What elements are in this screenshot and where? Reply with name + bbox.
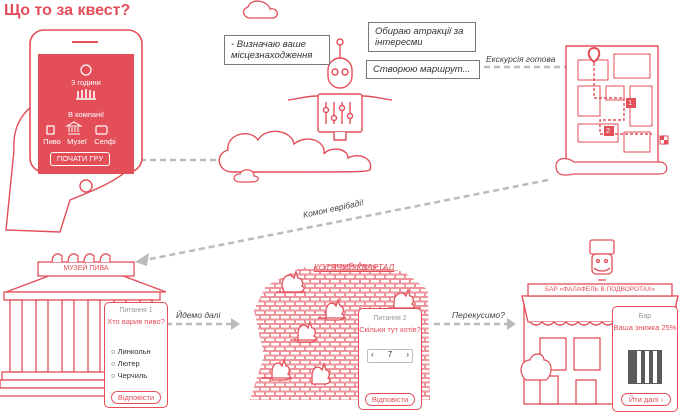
question-number: Питання 2 (373, 315, 407, 322)
company-label: В компанії (68, 110, 104, 119)
city-map (555, 45, 669, 176)
answer-button[interactable]: Відповісти (365, 393, 415, 406)
small-cloud (233, 169, 259, 183)
arrow-head-icon (507, 318, 516, 330)
finish-flag-icon (659, 135, 669, 145)
stepper-minus[interactable]: ‹ (371, 350, 374, 359)
bar-sign: БАР «ФАЛАФЕЛЬ В ПОДВОРОТАХ» (544, 286, 656, 293)
big-cloud (218, 130, 372, 173)
duration-label: 3 години (71, 78, 101, 87)
question-text: Скільки тут котів? (359, 325, 421, 334)
page-title: Що то за квест? (4, 2, 131, 19)
bubble-location: - Визначаю ваше місцезнаходження (224, 35, 330, 65)
arrow-head-icon (135, 253, 149, 266)
bubble-route: Створюю маршрут... (366, 60, 480, 79)
radio-icon: ○ (111, 359, 118, 368)
cats-sign: КОТЯЧИЙ КВАРТАЛ (313, 262, 395, 272)
discount-text: Ваша знижка 25% (613, 323, 677, 332)
tree-icon (520, 353, 552, 381)
radio-icon: ○ (111, 347, 118, 356)
stepper-plus[interactable]: › (406, 350, 409, 359)
start-game-button[interactable]: ПОЧАТИ ГРУ (50, 152, 110, 166)
top-cloud (242, 0, 278, 19)
map-marker-2: 2 (606, 126, 611, 135)
qr-code-icon (628, 350, 662, 384)
robot-icon (287, 38, 393, 141)
option-3[interactable]: ○ Черчиль (111, 371, 148, 380)
group-icon (76, 89, 96, 100)
category-selfie[interactable]: Селфі (94, 137, 116, 146)
answer-button[interactable]: Відповісти (111, 391, 161, 404)
clock-icon (80, 64, 92, 76)
bubble-attractions: Обираю атракції за інтересми (368, 22, 476, 52)
category-beer[interactable]: Пиво (43, 137, 61, 146)
question-card-2: Питання 2 Скільки тут котів? ‹ 7 › Відпо… (358, 308, 422, 410)
radio-icon: ○ (111, 371, 118, 380)
chef-icon (589, 239, 615, 281)
next-button[interactable]: Йти далі › (621, 393, 671, 406)
phone-icon (29, 29, 143, 193)
bar-card: Бар Ваша знижка 25% Йти далі › (612, 306, 678, 412)
museum-icon (65, 121, 83, 135)
camera-icon (95, 125, 108, 135)
option-2[interactable]: ○ Лютер (111, 359, 140, 368)
arrow-head-icon (231, 318, 240, 330)
bar-title: Бар (638, 313, 652, 320)
option-1[interactable]: ○ Линкольн (111, 347, 151, 356)
map-pin-icon (587, 46, 601, 64)
flow-connectors (140, 65, 572, 326)
beer-icon (46, 125, 55, 135)
cat-icon (271, 269, 415, 385)
label-go-further: Йдемо далі (176, 310, 221, 320)
category-museums[interactable]: Музеї (67, 137, 87, 146)
stepper-value: 7 (387, 350, 393, 359)
question-text: Хто варив пиво? (107, 317, 165, 326)
label-snack: Перекусимо? (452, 310, 505, 320)
question-card-1: Питання 1 Хто варив пиво? ○ Линкольн ○ Л… (104, 302, 168, 408)
map-marker-1: 1 (628, 98, 633, 107)
label-tour-ready: Екскурсія готова (486, 54, 556, 64)
museum-sign: МУЗЕЙ ПИВА (63, 265, 109, 272)
question-number: Питання 1 (119, 307, 153, 314)
quantity-stepper[interactable]: ‹ 7 › (367, 349, 413, 363)
